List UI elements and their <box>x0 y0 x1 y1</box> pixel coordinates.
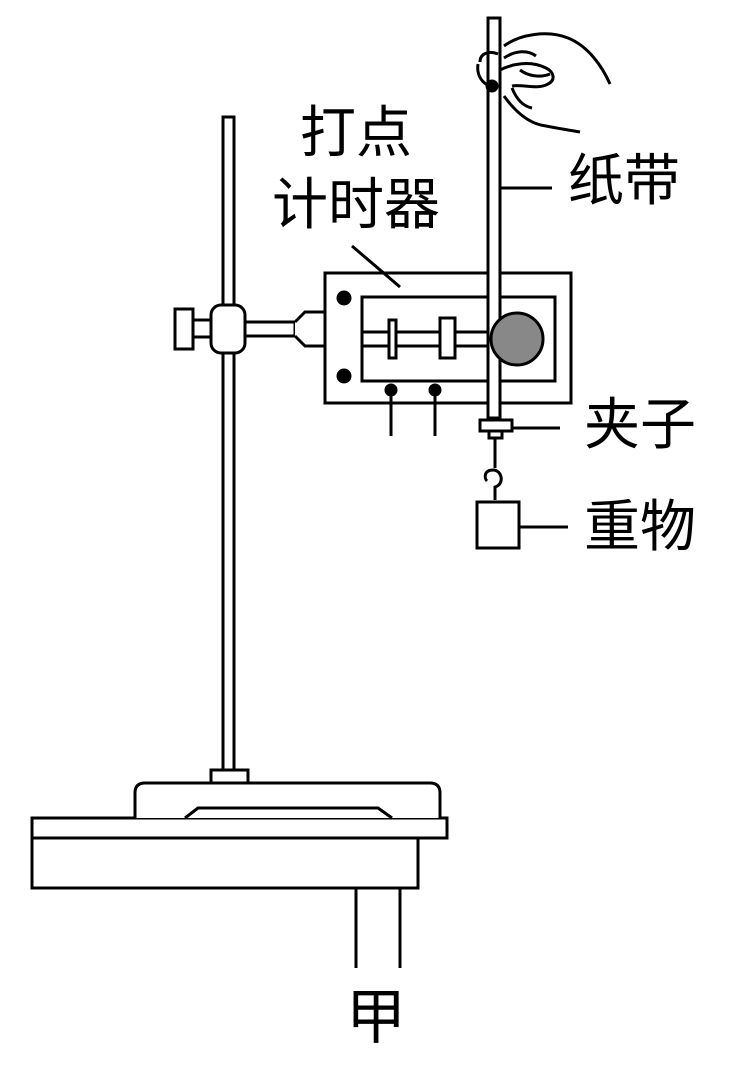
screw-top <box>336 290 352 306</box>
label-timer-line2: 计时器 <box>272 173 440 238</box>
table <box>30 816 449 968</box>
paper-tape <box>486 16 502 420</box>
label-timer-line1: 打点 <box>300 101 412 166</box>
timer-inner-frame <box>360 295 557 383</box>
screw-bottom <box>336 368 352 384</box>
rod-foot <box>209 768 250 785</box>
clamp-arm <box>243 320 297 338</box>
vibrating-needle <box>387 318 398 360</box>
clamp-boss <box>209 303 247 355</box>
hook <box>483 468 503 500</box>
leader-timer <box>351 244 401 289</box>
clamp <box>173 303 347 355</box>
stand-base <box>133 768 442 820</box>
label-clip: 夹子 <box>584 393 696 458</box>
hand <box>476 32 612 134</box>
clamp-screw <box>173 307 195 351</box>
stand-rod <box>221 115 236 772</box>
weight-block <box>475 500 521 550</box>
limit-block <box>438 316 457 360</box>
label-paper-tape: 纸带 <box>568 149 680 214</box>
tabletop <box>30 816 449 840</box>
label-weight: 重物 <box>584 495 696 560</box>
carbon-disc <box>489 311 545 367</box>
table-edge <box>30 838 420 890</box>
clip <box>478 418 514 468</box>
figure-caption: 甲 <box>346 983 406 1053</box>
